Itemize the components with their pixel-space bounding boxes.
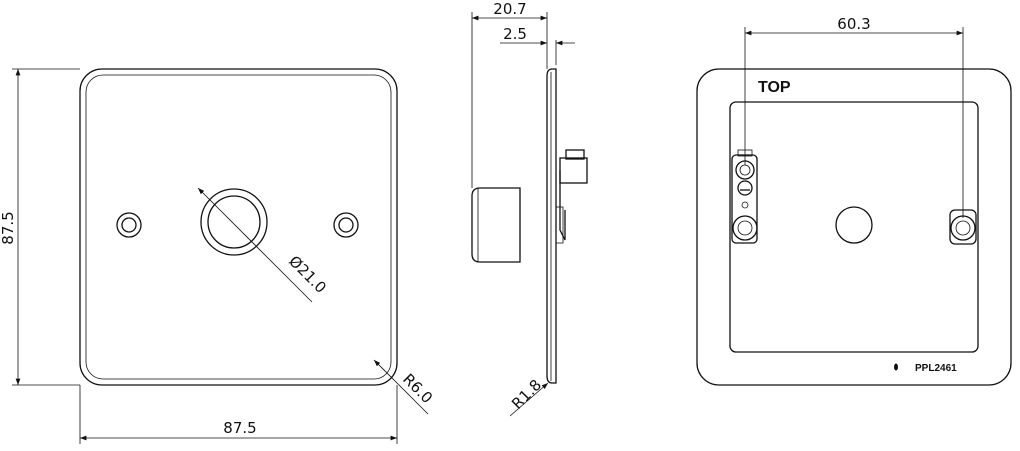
- bulb-icon: [894, 363, 898, 371]
- plate-profile: [546, 68, 557, 384]
- corner-radius: R6.0: [399, 370, 436, 407]
- top-label: TOP: [758, 79, 791, 96]
- plate-thickness: 2.5: [503, 25, 527, 43]
- dimmer-knob: [200, 188, 268, 256]
- part-number: PPL2461: [915, 363, 957, 374]
- plate-inner-edge: [85, 74, 392, 380]
- front-view: 87.5 87.5 Ø21.0 R6.0: [0, 68, 436, 444]
- back-view: TOP 60.3 PPL2461: [696, 15, 1012, 386]
- edge-radius-leader: [509, 382, 549, 417]
- width-dimension: 87.5: [223, 419, 256, 437]
- back-plate-outline: [696, 68, 1012, 386]
- plate-outline: [79, 68, 398, 386]
- screw-left: [116, 212, 142, 238]
- knob-diameter: Ø21.0: [285, 252, 330, 297]
- knob-profile: [471, 187, 521, 263]
- back-bracket: [555, 149, 588, 244]
- diameter-leader: [197, 187, 313, 303]
- knob-shaft-hole: [835, 206, 873, 244]
- edge-radius: R1.8: [508, 376, 545, 413]
- radius-leader: [373, 359, 429, 415]
- earth-terminal-bracket: [731, 149, 758, 244]
- depth-dimension: 20.7: [493, 0, 526, 18]
- fixing-centres: 60.3: [837, 15, 870, 33]
- side-view: 20.7 2.5 R1.8: [471, 0, 588, 417]
- screw-right: [333, 212, 359, 238]
- height-dimension: 87.5: [0, 211, 17, 244]
- back-box-outline: [729, 101, 979, 353]
